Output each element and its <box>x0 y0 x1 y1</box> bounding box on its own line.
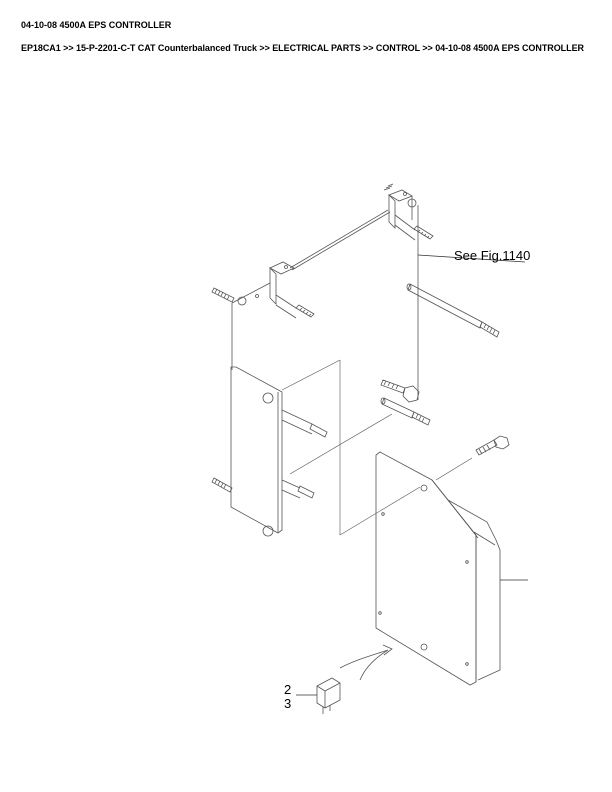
install-arrows <box>339 644 393 681</box>
standoff-long <box>406 283 500 338</box>
part-number-2: 2 <box>284 682 292 697</box>
screw-hex <box>380 379 420 403</box>
page-title: 04-10-08 4500A EPS CONTROLLER <box>21 20 172 30</box>
see-fig-callout: See Fig.1140 <box>454 248 531 263</box>
bracket-middle <box>269 261 315 319</box>
part-number-3: 3 <box>284 696 292 711</box>
bracket-top-right <box>383 183 434 241</box>
eps-controller <box>375 451 528 686</box>
mounting-plate <box>231 205 526 400</box>
side-panel <box>211 366 328 537</box>
standoff-short <box>380 397 431 426</box>
flange-bolt <box>475 435 510 456</box>
stud-top-left <box>211 287 259 306</box>
breadcrumb: EP18CA1 >> 15-P-2201-C-T CAT Counterbala… <box>21 43 584 53</box>
relay-part <box>296 677 341 714</box>
assembly-guide-lines <box>281 359 473 536</box>
